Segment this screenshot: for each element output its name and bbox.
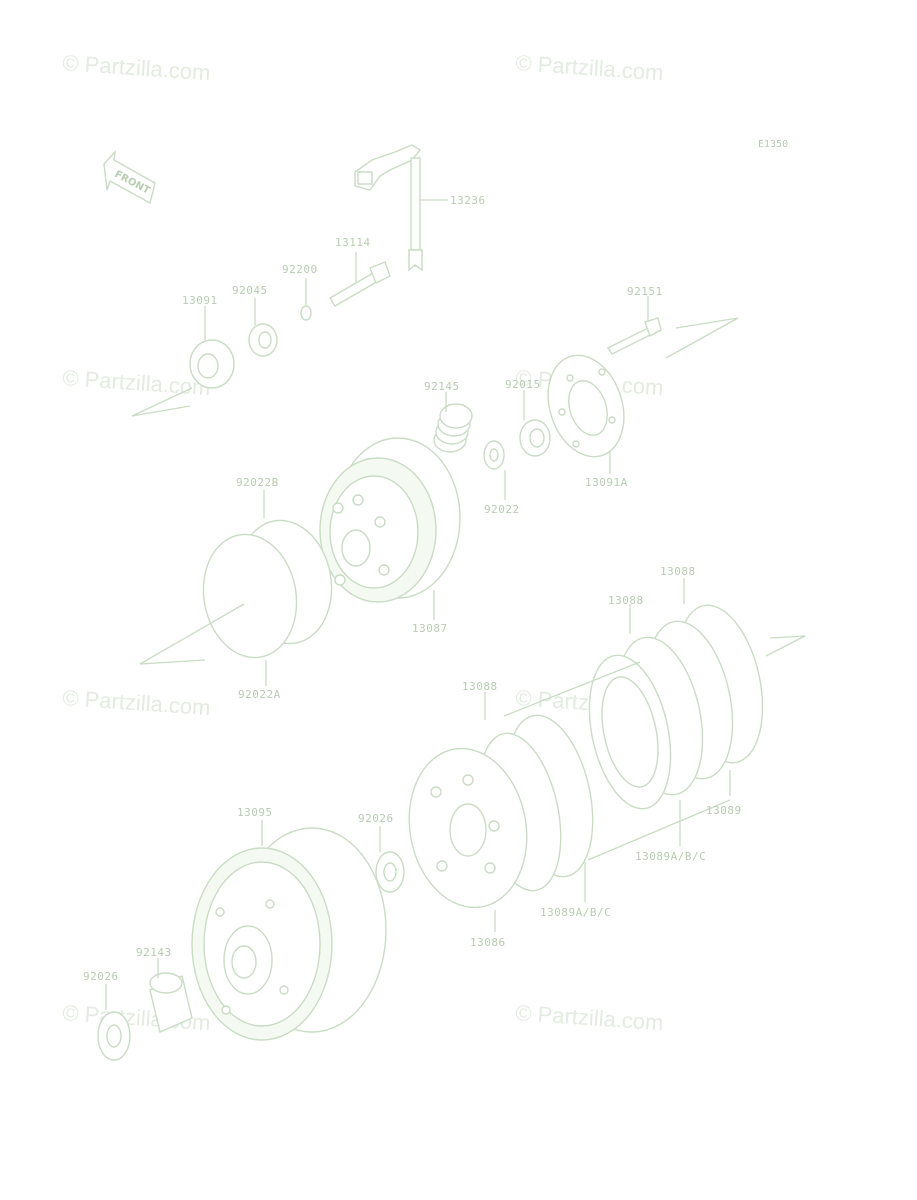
clutch-hub-13087-part: 13087 [319, 437, 461, 635]
watermark: © Partzilla.com [515, 50, 665, 85]
plate-13091-part: 13091 [131, 294, 235, 417]
part-label-92143: 92143 [136, 946, 172, 959]
release-shaft-part: 13236 [354, 144, 486, 272]
washer-92026-upper-part: 92026 [358, 812, 405, 893]
nut-92015-part: 92015 [505, 378, 551, 457]
part-label-92026-lower: 92026 [83, 970, 119, 983]
part-label-13087: 13087 [412, 622, 448, 635]
watermark: © Partzilla.com [62, 365, 212, 400]
push-rod-part: 13114 [329, 236, 391, 307]
bolt-92151-part: 92151 [606, 285, 739, 359]
part-label-13236: 13236 [450, 194, 486, 207]
washer-92022-part: 92022 [483, 440, 520, 516]
part-label-13089ABC-lower: 13089A/B/C [540, 906, 611, 919]
clutch-housing-13095-part: 13095 [191, 806, 387, 1041]
part-label-13088-mid: 13088 [608, 594, 644, 607]
washer-92026-lower-part: 92026 [83, 970, 131, 1061]
front-arrow-icon: FRONT [103, 149, 156, 205]
part-label-92022A: 92022A [238, 688, 281, 701]
part-label-13091A: 13091A [585, 476, 628, 489]
part-label-13086: 13086 [470, 936, 506, 949]
diagram-code: E1350 [758, 139, 788, 150]
watermark: © Partzilla.com [62, 685, 212, 720]
part-label-92026-upper: 92026 [358, 812, 394, 825]
watermark: © Partzilla.com [62, 50, 212, 85]
part-label-13095: 13095 [237, 806, 273, 819]
bearing-92045-part: 92045 [232, 284, 278, 357]
part-label-13089ABC-upper: 13089A/B/C [635, 850, 706, 863]
washer-92200-part: 92200 [282, 263, 318, 321]
plate-13091A-part: 13091A [547, 354, 628, 489]
part-label-92200: 92200 [282, 263, 318, 276]
part-label-92145: 92145 [424, 380, 460, 393]
part-label-13088-top: 13088 [660, 565, 696, 578]
watermark: © Partzilla.com [515, 1000, 665, 1035]
pressure-plate-13086-part: 13086 [408, 747, 528, 949]
part-label-92151: 92151 [627, 285, 663, 298]
o-rings-92022-part: 92022B 92022A [139, 476, 333, 701]
part-label-13089: 13089 [706, 804, 742, 817]
part-label-13114: 13114 [335, 236, 371, 249]
part-label-92015: 92015 [505, 378, 541, 391]
part-label-92022B: 92022B [236, 476, 279, 489]
part-label-92045: 92045 [232, 284, 268, 297]
collar-92143-part: 92143 [136, 946, 193, 1033]
part-label-92022: 92022 [484, 503, 520, 516]
part-label-13091: 13091 [182, 294, 218, 307]
part-label-13088-low: 13088 [462, 680, 498, 693]
spring-92145-part: 92145 [424, 380, 473, 453]
